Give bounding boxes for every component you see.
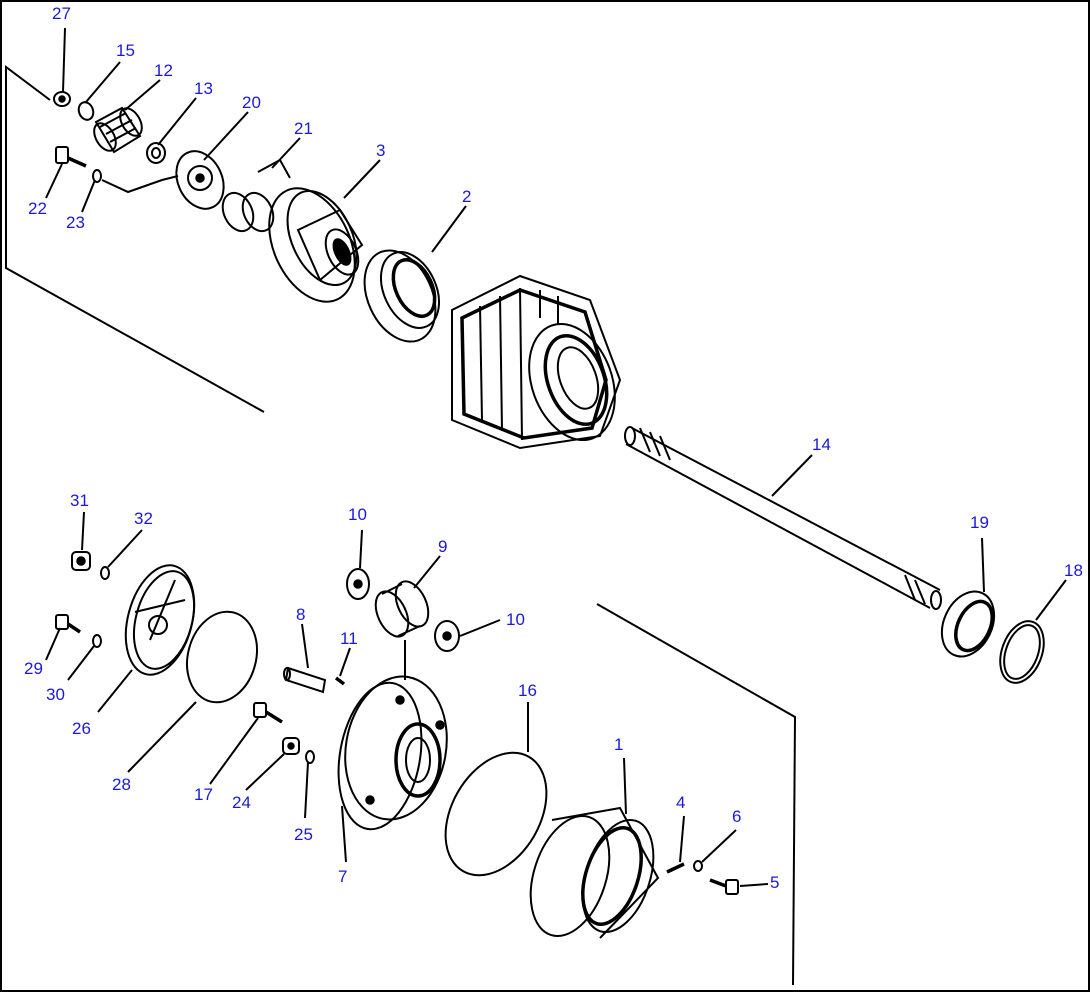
callout-26: 26 xyxy=(72,719,91,738)
callout-labels: 27 15 12 13 20 21 3 2 22 23 14 31 32 10 … xyxy=(24,4,1083,892)
callout-4: 4 xyxy=(676,793,685,812)
callout-11: 11 xyxy=(340,629,358,648)
callout-19: 19 xyxy=(970,513,989,532)
part-1-ring-gear xyxy=(529,806,660,939)
callout-27: 27 xyxy=(52,4,71,23)
part-26-cover xyxy=(124,564,196,676)
callout-28: 28 xyxy=(112,775,131,794)
part-12-roller-bearing xyxy=(93,106,143,154)
part-25-dowel xyxy=(305,750,315,764)
part-24-nut xyxy=(282,737,300,755)
part-30-washer xyxy=(92,634,102,648)
callout-31: 31 xyxy=(70,491,89,510)
part-21-lock-plates xyxy=(221,158,291,233)
part-29-bolt xyxy=(55,614,81,634)
callout-17: 17 xyxy=(194,785,213,804)
part-10-washer-b xyxy=(434,620,460,652)
part-15-snap-ring xyxy=(77,101,95,121)
part-6-washer xyxy=(693,860,703,872)
part-32-oring xyxy=(100,566,110,580)
callout-25: 25 xyxy=(294,825,313,844)
leader-lines xyxy=(45,27,1067,887)
part-4-key xyxy=(666,862,685,874)
callout-7: 7 xyxy=(338,867,347,886)
callout-9: 9 xyxy=(438,537,447,556)
callout-8: 8 xyxy=(296,605,305,624)
callout-23: 23 xyxy=(66,213,85,232)
callout-12: 12 xyxy=(154,61,173,80)
part-5-bolt xyxy=(709,878,739,895)
callout-29: 29 xyxy=(24,659,43,678)
callout-10-lower: 10 xyxy=(506,610,525,629)
part-19-seal xyxy=(940,590,996,658)
callout-32: 32 xyxy=(134,509,153,528)
assembly-bracket-upper xyxy=(5,65,265,413)
callout-10-upper: 10 xyxy=(348,505,367,524)
part-27-nut xyxy=(53,91,71,107)
part-18-ring xyxy=(999,620,1045,684)
part-14-axle-shaft xyxy=(624,426,942,610)
callout-16: 16 xyxy=(518,681,537,700)
callout-3: 3 xyxy=(376,141,385,160)
callout-5: 5 xyxy=(770,873,779,892)
part-31-nut xyxy=(71,551,91,571)
callout-30: 30 xyxy=(46,685,65,704)
callout-13: 13 xyxy=(194,79,213,98)
part-20-plate xyxy=(175,150,225,210)
part-11-pin xyxy=(334,676,346,686)
callout-20: 20 xyxy=(242,93,261,112)
hub-housing xyxy=(451,274,622,450)
callout-15: 15 xyxy=(116,41,135,60)
part-23-washer xyxy=(92,169,179,194)
part-3-flange xyxy=(268,187,364,303)
part-2-bearing xyxy=(363,249,441,343)
callout-6: 6 xyxy=(732,807,741,826)
callout-21: 21 xyxy=(294,119,313,138)
callout-2: 2 xyxy=(462,187,471,206)
part-8-pin xyxy=(283,666,327,694)
part-9-planet-gear xyxy=(374,580,430,680)
callout-14: 14 xyxy=(812,435,831,454)
part-7-carrier xyxy=(337,675,448,831)
part-16-oring xyxy=(444,751,548,877)
part-17-bolt xyxy=(253,702,283,724)
part-10-washer-a xyxy=(346,568,370,600)
callout-1: 1 xyxy=(614,735,623,754)
part-13-washer xyxy=(146,142,166,164)
part-28-oring xyxy=(186,610,258,704)
callout-24: 24 xyxy=(232,793,251,812)
callout-18: 18 xyxy=(1064,561,1083,580)
part-22-bolt xyxy=(55,146,87,168)
callout-22: 22 xyxy=(28,199,47,218)
assembly-bracket-lower xyxy=(596,603,797,986)
